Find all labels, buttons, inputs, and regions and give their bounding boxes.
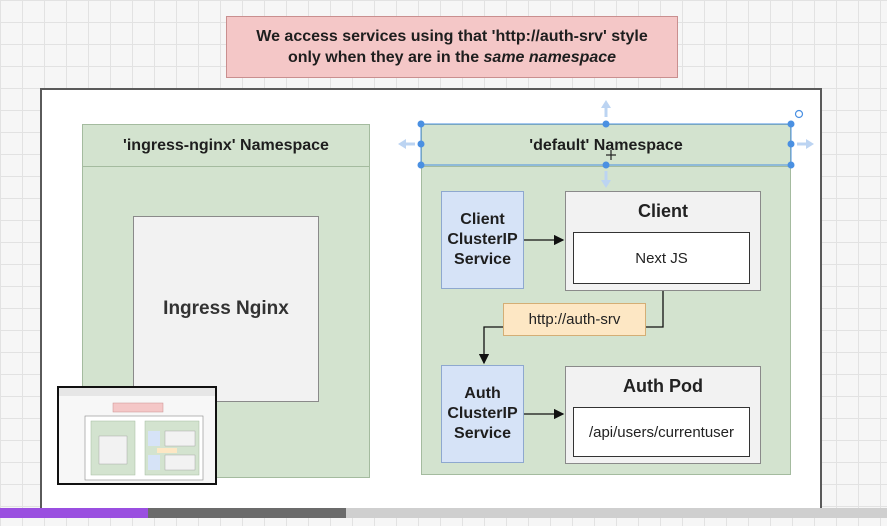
- selection-handle: [602, 161, 610, 169]
- video-progress-fill[interactable]: [0, 508, 148, 518]
- rotate-handle-icon: [794, 109, 804, 119]
- video-progress-track[interactable]: [0, 508, 887, 518]
- auth-route-container[interactable]: /api/users/currentuser: [573, 407, 750, 457]
- auth-srv-to-auth-service-arrow: [478, 326, 503, 365]
- selection-handle: [787, 120, 795, 128]
- ingress-namespace-title: 'ingress-nginx' Namespace: [83, 125, 369, 167]
- callout-line-1: We access services using that 'http://au…: [256, 28, 648, 45]
- selection-handle: [787, 161, 795, 169]
- move-cursor-icon: [606, 150, 616, 160]
- nextjs-container[interactable]: Next JS: [573, 232, 750, 284]
- callout-line-2: only when they are in the same namespace: [287, 49, 617, 66]
- auth-srv-url-label[interactable]: http://auth-srv: [503, 303, 646, 336]
- client-to-auth-connector: [646, 291, 664, 328]
- auth-pod-title: Auth Pod: [623, 375, 703, 396]
- selection-handle: [602, 120, 610, 128]
- callout-emphasis: same namespace: [483, 49, 617, 66]
- client-clusterip-service[interactable]: Client ClusterIP Service: [441, 191, 524, 289]
- selection-handle: [417, 120, 425, 128]
- ingress-nginx-box[interactable]: Ingress Nginx: [133, 216, 319, 402]
- client-pod-title: Client: [637, 200, 688, 221]
- thumbnail-preview: [59, 388, 215, 483]
- selection-handle: [417, 161, 425, 169]
- video-buffered-bar: [148, 508, 346, 518]
- slide-thumbnail[interactable]: [57, 386, 217, 485]
- namespace-note-callout[interactable]: We access services using that 'http://au…: [226, 16, 678, 78]
- selection-handle: [787, 140, 795, 148]
- selection-outline: [420, 123, 792, 166]
- extend-arrows-icon: [398, 100, 814, 188]
- selection-handle: [417, 140, 425, 148]
- auth-clusterip-service[interactable]: Auth ClusterIP Service: [441, 365, 524, 463]
